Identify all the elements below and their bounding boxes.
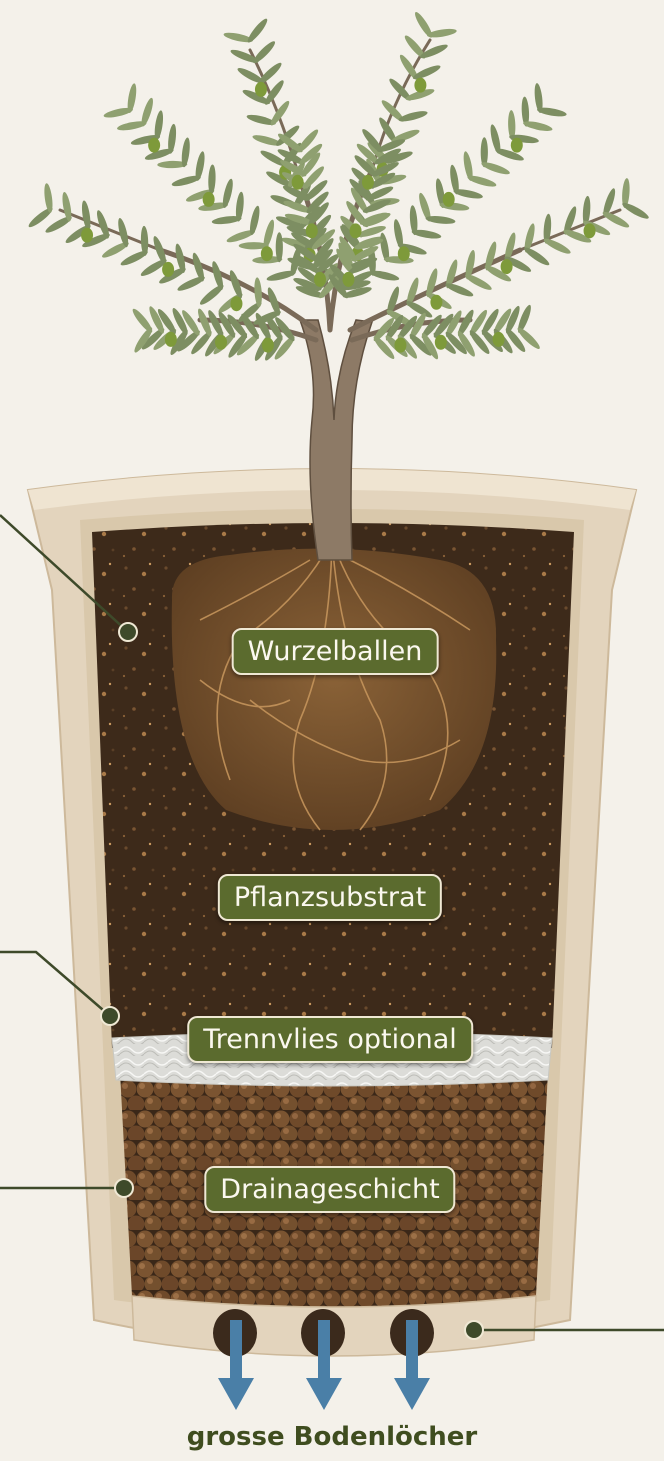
- leaf: [480, 160, 511, 177]
- olive: [362, 175, 374, 190]
- olive: [511, 138, 523, 153]
- leaf: [444, 281, 475, 299]
- olive: [203, 192, 215, 207]
- olive: [430, 295, 442, 310]
- olive: [414, 78, 426, 93]
- olive: [165, 332, 177, 347]
- leaf: [398, 109, 429, 124]
- leaf: [251, 39, 277, 65]
- leaf: [522, 119, 553, 133]
- olive: [162, 262, 174, 277]
- root-ball-label: Wurzelballen: [232, 628, 439, 675]
- leader-dot: [115, 1179, 133, 1197]
- leaf: [466, 174, 497, 189]
- olive: [443, 192, 455, 207]
- olive: [493, 332, 505, 347]
- fleece-label: Trennvlies optional: [187, 1016, 473, 1063]
- leaf: [464, 272, 494, 293]
- olive: [398, 246, 410, 261]
- olive: [394, 338, 406, 353]
- leader-dot: [119, 623, 137, 641]
- leaf: [405, 299, 435, 320]
- olive: [262, 338, 274, 353]
- leaf: [221, 178, 235, 209]
- olive: [306, 223, 318, 238]
- leaf: [542, 236, 572, 256]
- root-ball: [172, 540, 497, 830]
- olive: [292, 175, 304, 190]
- leaf: [621, 200, 651, 221]
- leaf: [276, 232, 283, 262]
- tree-foliage: [27, 10, 651, 362]
- olive: [350, 223, 362, 238]
- olive: [255, 82, 267, 97]
- leaf: [248, 205, 261, 236]
- olive: [501, 259, 513, 274]
- olive: [435, 335, 447, 350]
- bottom-holes-caption: grosse Bodenlöcher: [187, 1422, 478, 1452]
- olive: [230, 296, 242, 311]
- olive: [215, 335, 227, 350]
- olive: [261, 246, 273, 261]
- olive: [81, 228, 93, 243]
- leaf: [369, 269, 400, 283]
- leader-dot: [101, 1007, 119, 1025]
- olive: [314, 272, 326, 287]
- olive: [584, 223, 596, 238]
- substrate-label: Pflanzsubstrat: [218, 874, 442, 921]
- leader-dot: [465, 1321, 483, 1339]
- olive: [148, 138, 160, 153]
- leaf: [208, 164, 216, 194]
- olive: [342, 272, 354, 287]
- leaf: [522, 245, 551, 268]
- drainage-label: Drainageschicht: [204, 1166, 455, 1213]
- leaf: [261, 219, 276, 250]
- leaf: [245, 17, 269, 45]
- leaf: [139, 97, 155, 128]
